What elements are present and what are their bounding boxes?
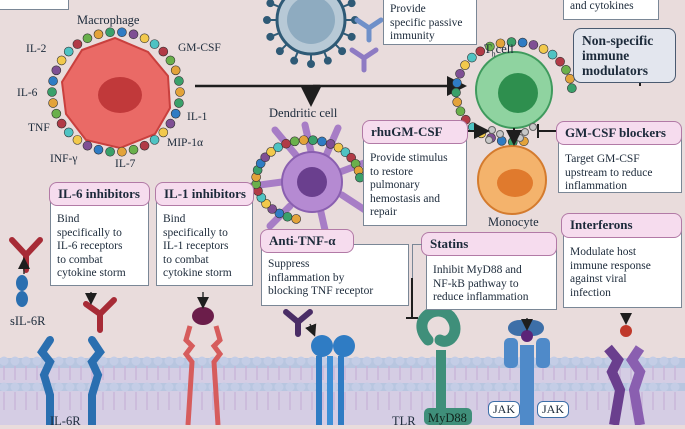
il6-text-2: specifically to: [57, 226, 122, 239]
il6-text-5: cytokine storm: [57, 267, 126, 279]
nonspecific-text-1: Non-specific: [582, 33, 654, 48]
il6-inhibitors-title: IL-6 inhibitors: [49, 182, 150, 206]
il1-inhibitors-box: Bind specifically to IL-1 receptors to c…: [156, 196, 253, 286]
gmcsf-blockers-text-3: inflammation: [565, 180, 627, 192]
passive-immunity-box: Provide specific passive immunity: [383, 0, 477, 45]
rhugmcsf-title: rhuGM-CSF: [362, 120, 468, 144]
jak-label-right: JAK: [537, 401, 570, 418]
nonspecific-text-3: modulators: [582, 63, 649, 78]
il1-text-5: cytokine storm: [163, 267, 232, 279]
anti-tnf-box: Suppress inflammation by blocking TNF re…: [261, 244, 409, 306]
anti-tnf-text-2: inflammation by: [268, 271, 345, 284]
cytokine-il1: IL-1: [187, 111, 208, 123]
nonspecific-text-2: immune: [582, 48, 630, 63]
passive-immunity-text-2: specific passive: [390, 16, 463, 29]
rhugmcsf-text-1: Provide stimulus: [370, 152, 448, 164]
il6-inhibitors-box: Bind specifically to IL-6 receptors to c…: [50, 196, 149, 286]
il1-receptor-icon: [182, 292, 224, 425]
monocyte-label: Monocyte: [488, 215, 539, 229]
interferons-text-2: immune response: [570, 259, 651, 272]
sil6r-icon: [16, 275, 28, 307]
myd88-label: MyD88: [428, 411, 467, 425]
cytokine-il2: IL-2: [26, 43, 47, 55]
top-right-text: and cytokines: [570, 0, 634, 12]
anti-tnf-text-3: blocking TNF receptor: [268, 285, 374, 297]
tlr-label: TLR: [392, 414, 416, 428]
th-cell: [475, 51, 553, 129]
passive-antibody-icon: [349, 17, 384, 73]
cytokine-tnf: TNF: [28, 122, 50, 134]
il1-text-4: to combat: [163, 253, 209, 266]
il1-text-3: IL-1 receptors: [163, 240, 229, 252]
cytokine-il7: IL-7: [115, 158, 136, 170]
statins-title: Statins: [421, 232, 557, 256]
interferons-title: Interferons: [561, 213, 682, 238]
macrophage-cell: [60, 36, 172, 150]
il1-inhibitors-title: IL-1 inhibitors: [155, 182, 254, 206]
interferons-text-1: Modulate host: [570, 246, 637, 258]
statins-connector: [412, 244, 422, 278]
rhugmcsf-box: Provide stimulus to restore pulmonary he…: [363, 133, 467, 226]
cytokine-il6: IL-6: [17, 87, 38, 99]
gmcsf-blockers-title: GM-CSF blockers: [556, 121, 682, 145]
top-right-box-fragment: and cytokines: [563, 0, 659, 20]
nonspecific-modulators-header: Non-specific immune modulators: [573, 28, 676, 83]
il6r-label: IL-6R: [50, 414, 81, 428]
il1-text-1: Bind: [163, 213, 186, 225]
rhugmcsf-text-2: to restore: [370, 165, 414, 178]
tlr-receptor-icon: [416, 305, 472, 425]
statins-text-1: Inhibit MyD88 and: [433, 264, 522, 276]
interferons-text-3: against viral: [570, 273, 627, 285]
il6-receptor-icon: [37, 336, 105, 425]
cytokine-gmcsf: GM-CSF: [178, 42, 221, 54]
passive-immunity-text-3: immunity: [390, 30, 435, 42]
rhugmcsf-text-4: hemostasis and: [370, 192, 440, 205]
il6-text-1: Bind: [57, 213, 80, 225]
il6-text-4: to combat: [57, 253, 103, 266]
jak-label-left: JAK: [488, 401, 521, 418]
anti-tnf-text-1: Suppress: [268, 258, 310, 270]
macrophage-label: Macrophage: [77, 13, 140, 27]
cytokine-mip1a: MIP-1α: [167, 137, 204, 149]
statins-text-2: NF-kB pathway to: [433, 277, 519, 290]
monocyte-cell: [477, 145, 547, 215]
statins-box: Inhibit MyD88 and NF-kB pathway to reduc…: [426, 246, 557, 310]
sil6r-label: sIL-6R: [10, 314, 46, 328]
interferons-text-4: infection: [570, 286, 611, 299]
gmcsf-blockers-text-2: upstream to reduce: [565, 166, 653, 179]
il1-text-2: specifically to: [163, 226, 228, 239]
anti-tnf-title: Anti-TNF-α: [260, 229, 354, 253]
rhugmcsf-text-3: pulmonary: [370, 179, 420, 191]
dendritic-cell-label: Dendritic cell: [269, 106, 338, 120]
th-cell-label: Thcell: [484, 42, 514, 59]
interferon-receptor-icon: [604, 313, 646, 425]
jak-receptor-icon: [504, 318, 550, 425]
top-left-box-fragment: [0, 0, 69, 10]
cytokine-infg: INF-γ: [50, 153, 78, 165]
tnf-receptor-icon: [283, 309, 355, 425]
il6-text-3: IL-6 receptors: [57, 240, 123, 252]
interferons-box: Modulate host immune response against vi…: [563, 228, 682, 308]
statins-text-3: reduce inflammation: [433, 291, 529, 303]
passive-immunity-text-1: Provide: [390, 3, 426, 15]
coronavirus-icon: [263, 0, 359, 68]
gmcsf-blockers-text-1: Target GM-CSF: [565, 153, 640, 165]
rhugmcsf-text-5: repair: [370, 206, 397, 218]
